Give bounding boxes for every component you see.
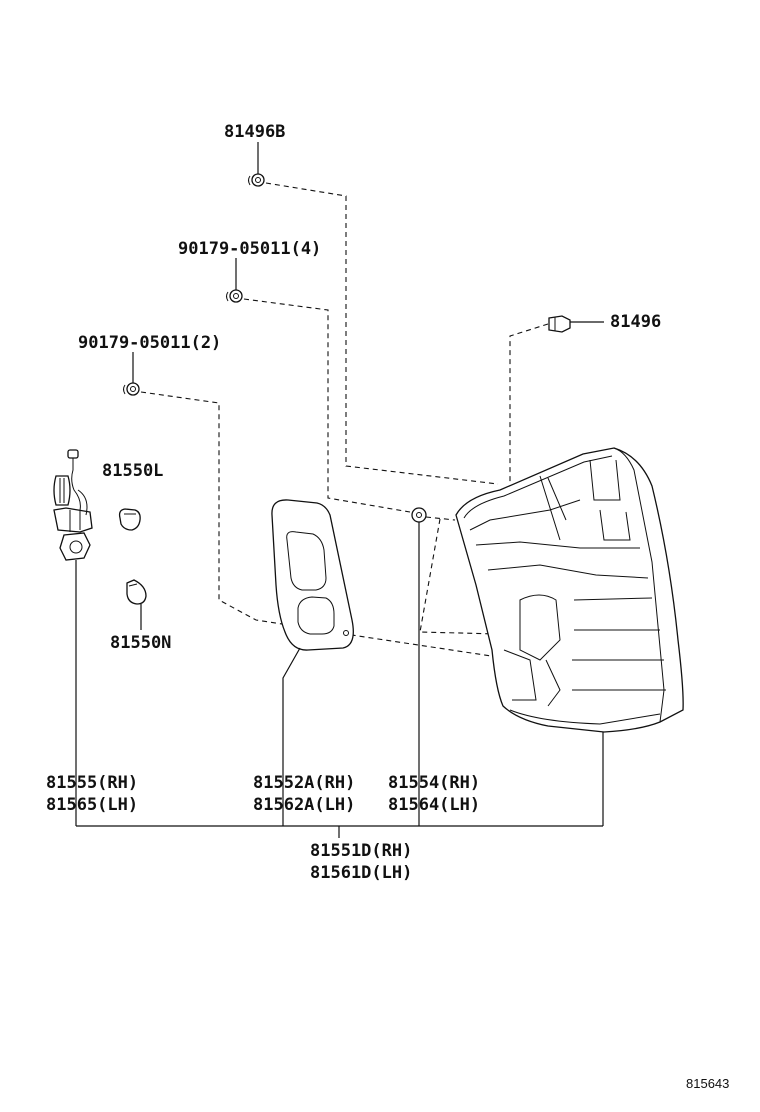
leader-nut-right <box>425 516 456 521</box>
clip-81496 <box>548 315 604 333</box>
label-socket-rh: 81555(RH) <box>46 773 138 793</box>
label-81496: 81496 <box>610 312 661 332</box>
screw-90179-2 <box>123 352 140 396</box>
leader-assembly-outline <box>419 518 499 635</box>
label-81550n: 81550N <box>110 633 171 653</box>
leader-81496b <box>265 182 499 485</box>
socket-harness <box>53 449 93 826</box>
label-gasket-lh: 81562A(LH) <box>253 795 355 815</box>
bulb-81550l <box>118 508 141 531</box>
nut-81554 <box>411 507 427 826</box>
leader-screw-4 <box>243 298 411 513</box>
label-socket-lh: 81565(LH) <box>46 795 138 815</box>
label-nut-lh: 81564(LH) <box>388 795 480 815</box>
leader-81496 <box>509 323 549 510</box>
screw-90179-4 <box>226 258 243 303</box>
figure-reference: 815643 <box>686 1076 729 1091</box>
label-screw-4: 90179-05011(4) <box>178 239 321 259</box>
label-gasket-rh: 81552A(RH) <box>253 773 355 793</box>
label-81496b: 81496B <box>224 122 285 142</box>
clip-81496b <box>248 142 265 187</box>
bulb-81550n <box>126 579 147 630</box>
label-assembly-lh: 81561D(LH) <box>310 863 412 883</box>
gasket-81552a <box>271 499 354 826</box>
label-assembly-rh: 81551D(RH) <box>310 841 412 861</box>
assembly-bracket <box>76 825 603 838</box>
lamp-assembly-81551d <box>455 447 684 826</box>
label-81550l: 81550L <box>102 461 163 481</box>
label-screw-2: 90179-05011(2) <box>78 333 221 353</box>
label-nut-rh: 81554(RH) <box>388 773 480 793</box>
